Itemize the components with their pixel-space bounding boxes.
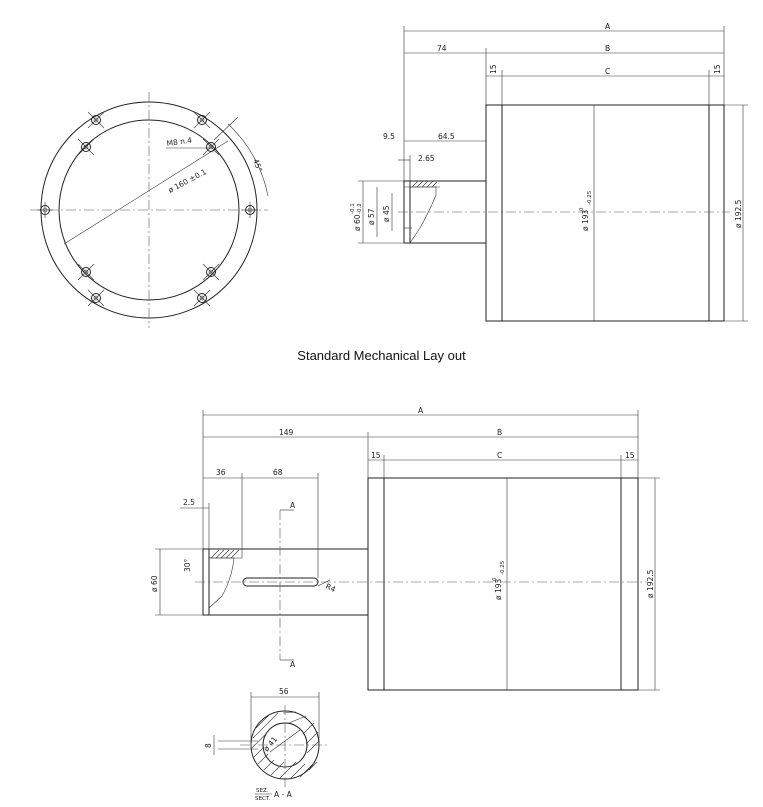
section-view: 56 8 ø 41 SEZ. SECT. A - A [204, 687, 330, 802]
drum-dia: ø 193 [581, 209, 590, 231]
pcd-label: ø 160 ±0.1 [167, 167, 208, 195]
radius-R4: R4 [324, 582, 337, 594]
section-mark-top: A [290, 501, 296, 510]
top-side-view: A B C 74 15 15 9.5 64.5 2.65 ø 60 -0.1 -… [350, 22, 748, 322]
dim-9-5: 9.5 [383, 132, 395, 141]
drum-outline-2 [367, 477, 639, 691]
dim-B-2: B [497, 428, 502, 437]
dia-57: ø 57 [367, 208, 376, 225]
pcd-leader [63, 140, 229, 245]
shaft-tol-lower: -0.2 [357, 203, 363, 214]
section-dim-8: 8 [204, 743, 213, 748]
section-hatch [251, 711, 320, 780]
dim-A-2: A [418, 406, 424, 415]
dim-15-right: 15 [713, 64, 722, 74]
shaft-hatch [411, 180, 438, 188]
dim-15-left: 15 [489, 64, 498, 74]
section-dim-56: 56 [279, 687, 289, 696]
bottom-side-view: A B C 149 15 15 36 68 2.5 30° ø 60 R4 A … [150, 406, 660, 691]
drum-tol-lower: -0.25 [587, 190, 593, 205]
section-mark-bottom: A [290, 660, 296, 669]
angle-arc [227, 123, 269, 197]
shaft-tol-upper: -0.1 [350, 203, 356, 214]
dim-C-2: C [497, 451, 502, 460]
section-label-it: SEZ. [256, 788, 269, 794]
drum-tol-upper-2: 0 [492, 577, 498, 581]
drum-tol-upper: 0 [579, 207, 585, 211]
section-label-en: SECT. [255, 796, 271, 802]
dim-B: B [605, 44, 610, 53]
drum-outline [485, 104, 725, 322]
dim-64-5: 64.5 [438, 132, 455, 141]
outer-dia-2: ø 192.5 [646, 569, 655, 598]
bolt-holes [37, 111, 258, 307]
layout-caption: Standard Mechanical Lay out [297, 348, 466, 363]
outer-dia: ø 192.5 [734, 199, 743, 228]
bolt-label: M8 n.4 [166, 135, 193, 147]
drum-dia-2: ø 193 [494, 578, 503, 600]
shaft-hatch-2 [210, 549, 240, 559]
dim-15-right-2: 15 [625, 451, 635, 460]
top-front-view: M8 n.4 45° ø 160 ±0.1 [30, 92, 269, 328]
shaft-dia: ø 60 [353, 214, 362, 231]
dia-45: ø 45 [382, 205, 391, 222]
dim-2-5: 2.5 [183, 498, 195, 507]
dim-A: A [605, 22, 611, 31]
dim-149: 149 [279, 428, 294, 437]
dim-74: 74 [437, 44, 447, 53]
drum-tol-lower-2: -0.25 [500, 560, 506, 575]
shaft-dia-2: ø 60 [150, 575, 159, 592]
angle-label: 45° [251, 158, 264, 174]
dim-68: 68 [273, 468, 283, 477]
dim-15-left-2: 15 [371, 451, 381, 460]
angle-30: 30° [183, 558, 192, 572]
dim-36: 36 [216, 468, 226, 477]
dim-C: C [605, 67, 610, 76]
dim-2-65: 2.65 [418, 154, 435, 163]
angle-leg [213, 116, 239, 141]
section-label-name: A - A [274, 790, 293, 799]
